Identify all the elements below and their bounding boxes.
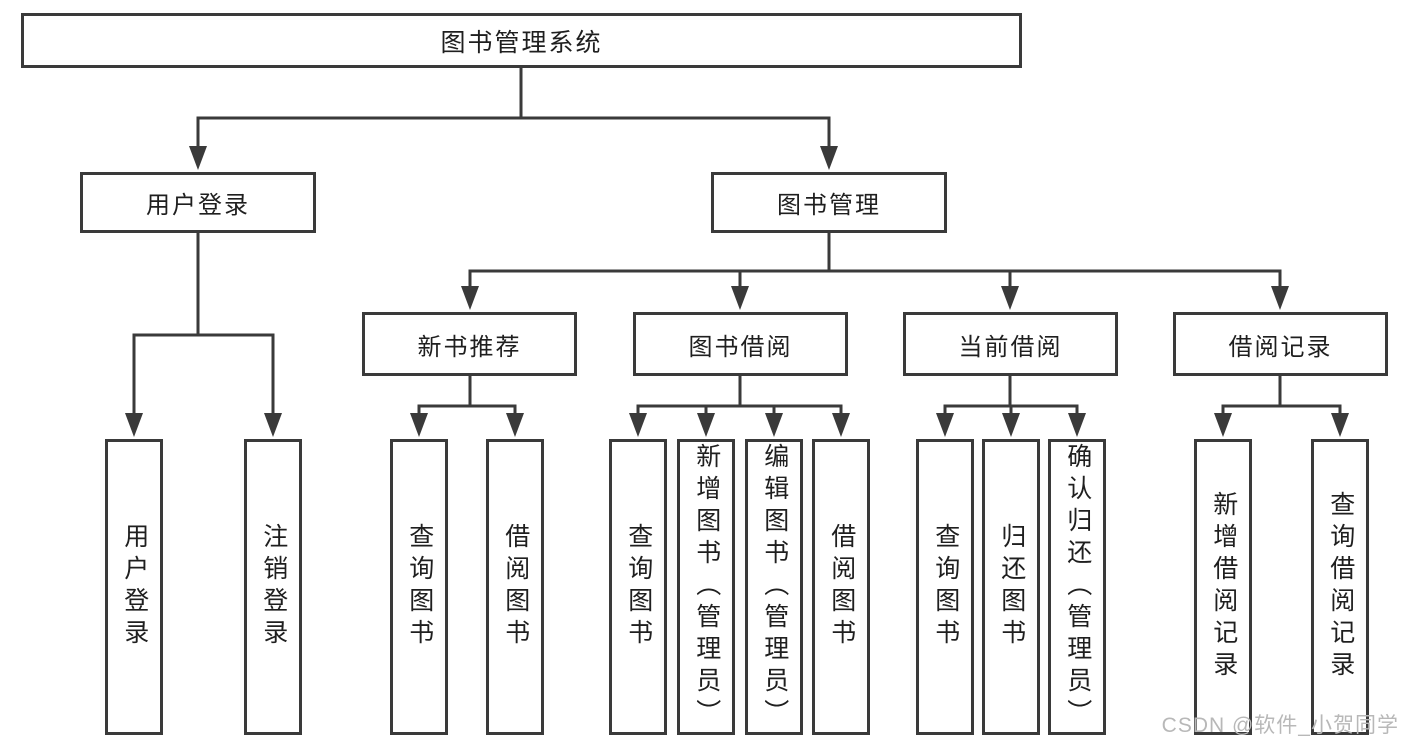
node-label: 用户登录 [120,523,149,651]
arrow-down-icon [125,413,143,437]
arrow-down-icon [1331,413,1349,437]
node-book-mgmt: 图书管理 [711,172,947,233]
arrow-down-icon [461,286,479,310]
node-label: 确认归还（管理员） [1063,443,1092,731]
arrow-down-icon [936,413,954,437]
connector-root [189,66,838,170]
node-book-borrow: 图书借阅 [633,312,848,376]
leaf-add-borrow-record: 新增借阅记录 [1194,439,1252,735]
leaf-user-login: 用户登录 [105,439,163,735]
connector-book-mgmt [461,231,1289,310]
leaf-logout: 注销登录 [244,439,302,735]
node-label: 借阅图书 [501,523,530,651]
node-label: 新增图书（管理员） [692,443,721,731]
node-new-book-recommend: 新书推荐 [362,312,577,376]
node-label: 图书管理 [777,192,881,219]
arrow-down-icon [410,413,428,437]
node-label: 借阅图书 [827,523,856,651]
connector-new-book-recommend [410,374,524,437]
arrow-down-icon [1068,413,1086,437]
connector-borrow-records [1214,374,1349,437]
arrow-down-icon [1002,413,1020,437]
arrow-down-icon [506,413,524,437]
node-label: 注销登录 [259,523,288,651]
node-user-login: 用户登录 [80,172,316,233]
node-label: 查询图书 [931,523,960,651]
node-label: 新书推荐 [417,333,522,361]
arrow-down-icon [697,413,715,437]
connector-user-login [125,231,282,437]
leaf-borrow-books-recommend: 借阅图书 [486,439,544,735]
node-label: 查询图书 [405,523,434,651]
arrow-down-icon [1271,286,1289,310]
leaf-edit-book-admin: 编辑图书（管理员） [745,439,803,735]
node-label: 编辑图书（管理员） [760,443,789,731]
arrow-down-icon [1214,413,1232,437]
node-label: 查询借阅记录 [1326,491,1355,683]
arrow-down-icon [264,413,282,437]
node-label: 图书管理系统 [440,28,603,57]
node-label: 归还图书 [997,523,1026,651]
arrow-down-icon [832,413,850,437]
node-root: 图书管理系统 [21,13,1022,68]
leaf-borrow-books: 借阅图书 [812,439,870,735]
arrow-down-icon [189,146,207,170]
node-label: 查询图书 [624,523,653,651]
connector-current-borrow [936,374,1086,437]
node-label: 用户登录 [146,192,250,219]
connector-book-borrow [629,374,850,437]
node-label: 借阅记录 [1228,333,1333,361]
leaf-confirm-return-admin: 确认归还（管理员） [1048,439,1106,735]
arrow-down-icon [765,413,783,437]
leaf-query-books-recommend: 查询图书 [390,439,448,735]
leaf-add-book-admin: 新增图书（管理员） [677,439,735,735]
leaf-return-book: 归还图书 [982,439,1040,735]
leaf-query-books-borrow: 查询图书 [609,439,667,735]
csdn-watermark: CSDN @软件_小贺同学 [1161,714,1399,737]
arrow-down-icon [820,146,838,170]
leaf-query-books-current: 查询图书 [916,439,974,735]
arrow-down-icon [629,413,647,437]
node-borrow-records: 借阅记录 [1173,312,1388,376]
node-label: 新增借阅记录 [1209,491,1238,683]
arrow-down-icon [1001,286,1019,310]
node-label: 当前借阅 [958,333,1063,361]
node-current-borrow: 当前借阅 [903,312,1118,376]
node-label: 图书借阅 [688,333,793,361]
arrow-down-icon [731,286,749,310]
leaf-query-borrow-record: 查询借阅记录 [1311,439,1369,735]
